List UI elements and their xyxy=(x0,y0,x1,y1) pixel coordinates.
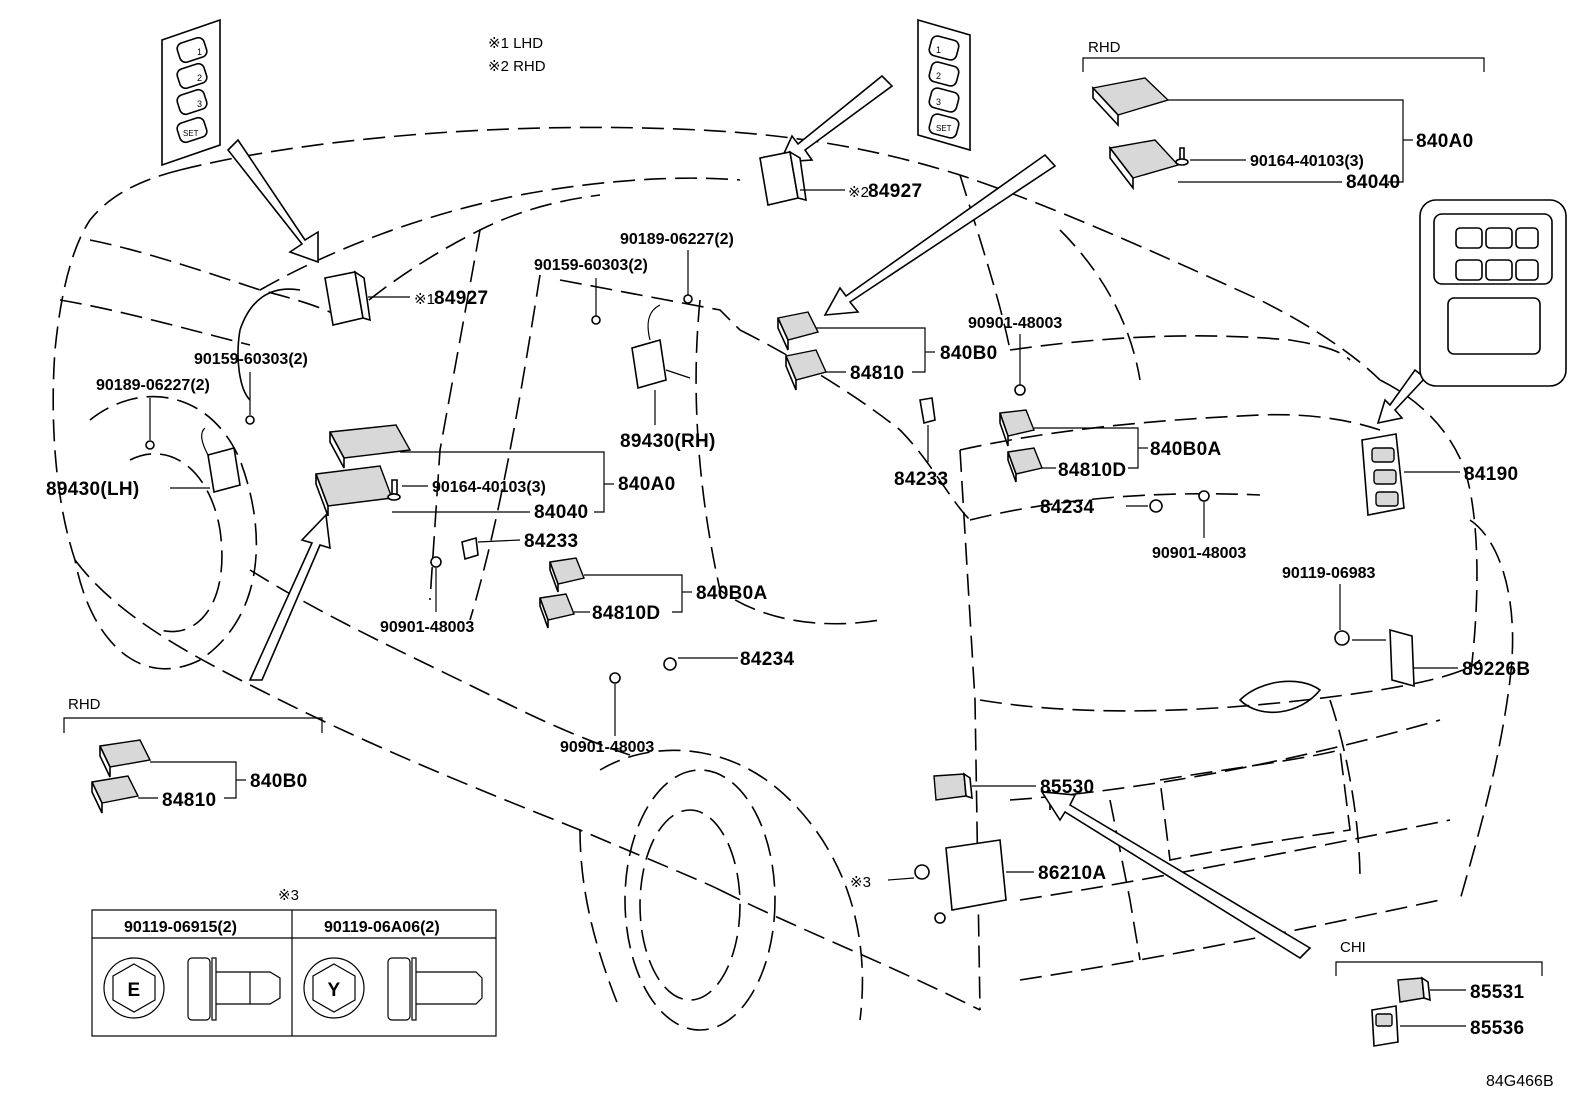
label-85536: 85536 xyxy=(1470,1018,1524,1039)
label-90189-06227-left: 90189-06227(2) xyxy=(96,377,210,394)
vehicle-outline xyxy=(52,126,1514,1031)
label-840A0-left: 840A0 xyxy=(618,474,676,495)
label-85530: 85530 xyxy=(1040,777,1094,798)
label-84040-top: 84040 xyxy=(1346,172,1400,193)
label-84927-rhd: 84927 xyxy=(868,181,922,202)
part-89226B: 90119-06983 89226B xyxy=(1282,565,1530,688)
part-840B0A-left: 84233 90901-48003 84810D 840B0A 84234 90… xyxy=(380,531,794,756)
label-840A0-top: 840A0 xyxy=(1416,131,1474,152)
part-85530: 85530 xyxy=(933,772,1094,801)
switch-label-2: 2 xyxy=(936,71,941,81)
drawing-code: 84G466B xyxy=(1486,1073,1554,1090)
part-86210A: ※3 86210A xyxy=(850,839,1106,924)
label-840B0A-right: 840B0A xyxy=(1150,439,1222,460)
memory-switch-panel-left: 1 2 3 SET xyxy=(161,18,221,167)
part-84927-rhd: ※2 84927 xyxy=(759,150,922,206)
part-840A0-left: 90164-40103(3) 840A0 84040 xyxy=(315,424,676,523)
label-90189-06227-top: 90189-06227(2) xyxy=(620,231,734,248)
label-90901-48003-low: 90901-48003 xyxy=(560,739,654,756)
group-label-rhd-top: RHD xyxy=(1088,39,1121,56)
part-84190-switch-panel: 84190 xyxy=(1361,199,1567,516)
callout-arrows xyxy=(226,74,1427,960)
label-90901-48003-right: 90901-48003 xyxy=(1152,545,1246,562)
label-90119-06983: 90119-06983 xyxy=(1282,565,1376,582)
label-84810D-right: 84810D xyxy=(1058,460,1126,481)
label-89226B: 89226B xyxy=(1462,659,1530,680)
bolt-mark-y: Y xyxy=(328,980,341,1001)
label-84810D-left: 84810D xyxy=(592,603,660,624)
label-84190: 84190 xyxy=(1464,464,1518,485)
group-label-chi: CHI xyxy=(1340,939,1366,956)
label-84234-mid: 84234 xyxy=(740,649,794,670)
label-90901-48003-mid: 90901-48003 xyxy=(380,619,474,636)
bolt-mark-e: E xyxy=(128,980,141,1001)
label-90164-40103-top: 90164-40103(3) xyxy=(1250,153,1364,170)
table-col2-header: 90119-06A06(2) xyxy=(324,919,440,936)
label-84927-lhd-mark: ※1 xyxy=(414,291,435,308)
label-840B0-rhd: 840B0 xyxy=(250,771,308,792)
switch-label-1: 1 xyxy=(936,45,941,55)
label-90164-40103-left: 90164-40103(3) xyxy=(432,479,546,496)
label-84233-right: 84233 xyxy=(894,469,948,490)
label-84810-top: 84810 xyxy=(850,363,904,384)
bolt-spec-table: ※3 90119-06915(2) 90119-06A06(2) E Y xyxy=(91,887,497,1037)
label-840B0A-left: 840B0A xyxy=(696,583,768,604)
part-840B0A-right: 90901-48003 84233 84810D 840B0A 84234 90… xyxy=(894,315,1246,562)
label-84233-left: 84233 xyxy=(524,531,578,552)
table-col1-header: 90119-06915(2) xyxy=(124,919,237,936)
switch-label-1: 1 xyxy=(197,47,202,57)
label-86210A: 86210A xyxy=(1038,863,1106,884)
switch-label-3: 3 xyxy=(936,97,941,107)
label-85531: 85531 xyxy=(1470,982,1524,1003)
label-90159-60303-top: 90159-60303(2) xyxy=(534,257,648,274)
part-89430-rh: 90189-06227(2) 90159-60303(2) 89430(RH) xyxy=(534,231,734,452)
label-84040-left: 84040 xyxy=(534,502,588,523)
label-840B0-top: 840B0 xyxy=(940,343,998,364)
switch-label-3: 3 xyxy=(197,99,202,109)
label-90901-48003-top: 90901-48003 xyxy=(968,315,1062,332)
note-rhd: ※2 RHD xyxy=(488,58,546,75)
part-84927-lhd: ※1 84927 xyxy=(324,270,488,326)
chi-group: CHI 85531 85536 xyxy=(1335,939,1543,1047)
rhd-left-group: RHD 84810 840B0 xyxy=(63,696,323,814)
label-89430-rh: 89430(RH) xyxy=(620,431,716,452)
label-note3-mark: ※3 xyxy=(850,874,871,891)
table-note-mark: ※3 xyxy=(278,887,299,904)
label-84927-lhd: 84927 xyxy=(434,288,488,309)
switch-label-set: SET xyxy=(183,129,199,138)
label-84810-rhd: 84810 xyxy=(162,790,216,811)
label-90159-60303-left: 90159-60303(2) xyxy=(194,351,308,368)
switch-label-2: 2 xyxy=(197,73,202,83)
note-lhd: ※1 LHD xyxy=(488,35,543,52)
part-89430-lh: 90159-60303(2) 90189-06227(2) 89430(LH) xyxy=(46,351,308,500)
label-84234-right: 84234 xyxy=(1040,497,1094,518)
group-label-rhd-left: RHD xyxy=(68,696,101,713)
label-89430-lh: 89430(LH) xyxy=(46,479,140,500)
memory-switch-panel-right: 1 2 3 SET xyxy=(917,18,971,152)
part-840B0-top: 84810 840B0 xyxy=(776,311,998,391)
switch-label-set: SET xyxy=(936,124,952,133)
label-84927-rhd-mark: ※2 xyxy=(848,184,869,201)
rhd-top-group: RHD 90164-40103(3) 840A0 84040 xyxy=(1082,39,1485,193)
